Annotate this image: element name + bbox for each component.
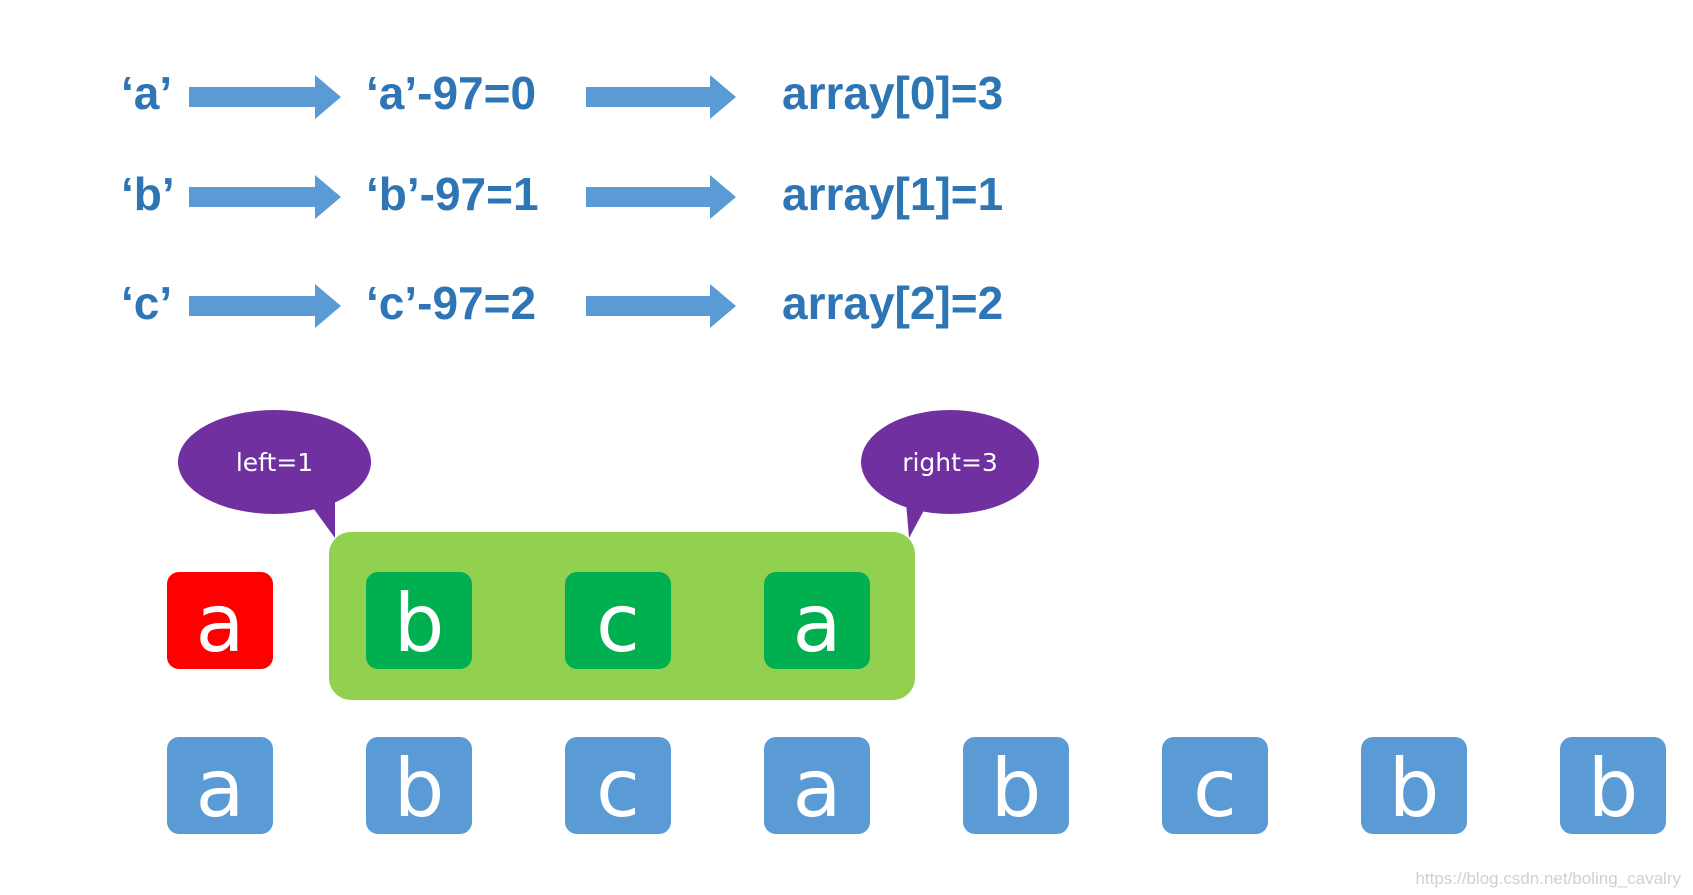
string-cell: b <box>366 737 472 834</box>
right-arrow-icon <box>586 284 736 328</box>
string-cell: b <box>963 737 1069 834</box>
char-a-label: ‘a’ <box>121 67 173 119</box>
result-b-label: array[1]=1 <box>782 168 1004 220</box>
window-cell: b <box>366 572 472 669</box>
char-b-label: ‘b’ <box>121 168 175 220</box>
right-arrow-icon <box>189 284 341 328</box>
excluded-cell: a <box>167 572 273 669</box>
right-arrow-icon <box>189 175 341 219</box>
calc-b-label: ‘b’-97=1 <box>366 168 539 220</box>
right-arrow-icon <box>189 75 341 119</box>
left-pointer-bubble: left=1 <box>178 410 371 514</box>
result-a-label: array[0]=3 <box>782 67 1004 119</box>
string-cell: b <box>1560 737 1666 834</box>
calc-c-label: ‘c’-97=2 <box>366 277 537 329</box>
string-cell: c <box>565 737 671 834</box>
string-cell: c <box>1162 737 1268 834</box>
char-c-label: ‘c’ <box>121 277 173 329</box>
string-cell: a <box>167 737 273 834</box>
result-c-label: array[2]=2 <box>782 277 1004 329</box>
right-arrow-icon <box>586 75 736 119</box>
string-cell: b <box>1361 737 1467 834</box>
string-cell: a <box>764 737 870 834</box>
window-cell: c <box>565 572 671 669</box>
window-cell: a <box>764 572 870 669</box>
right-pointer-bubble: right=3 <box>861 410 1039 514</box>
right-arrow-icon <box>586 175 736 219</box>
watermark: https://blog.csdn.net/boling_cavalry <box>1415 869 1681 888</box>
calc-a-label: ‘a’-97=0 <box>366 67 537 119</box>
